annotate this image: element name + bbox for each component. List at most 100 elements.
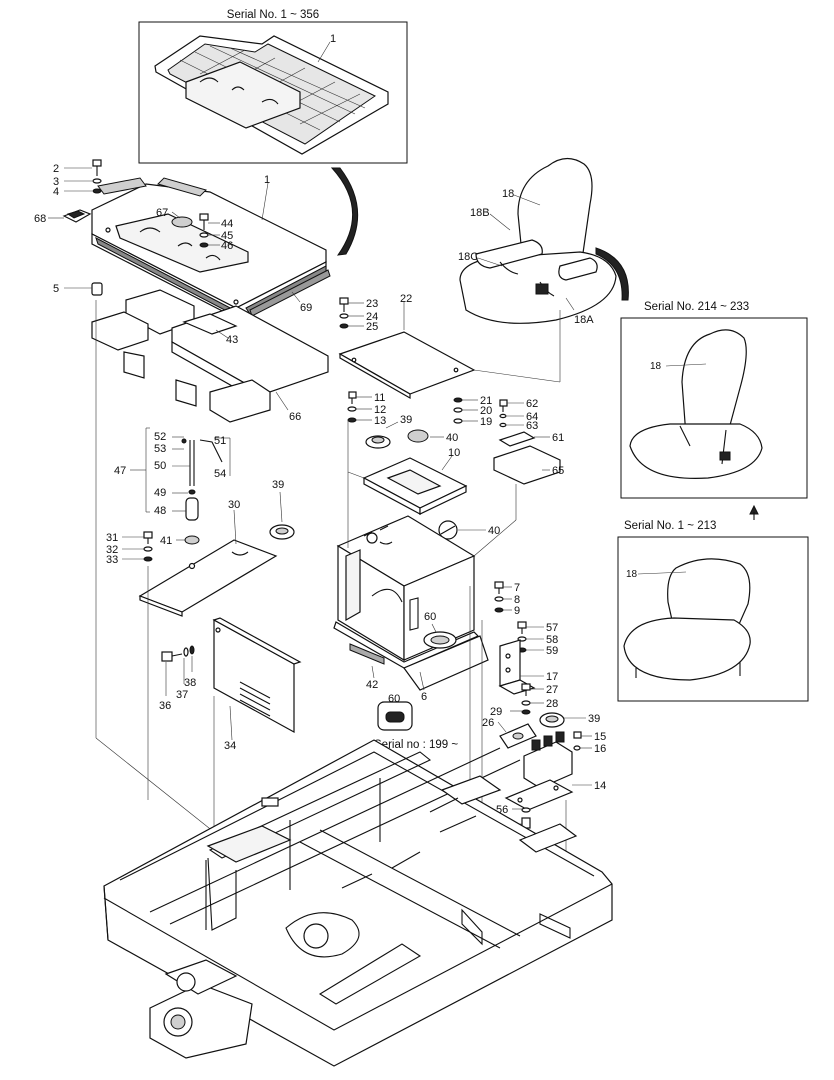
callout-48: 48 <box>154 505 166 517</box>
callout-28: 28 <box>546 698 558 710</box>
callout-2: 2 <box>53 163 59 175</box>
operator-seat <box>459 157 617 324</box>
callout-50: 50 <box>154 460 166 472</box>
caption-top-serial: Serial No. 1 ~ 356 <box>227 9 319 21</box>
callout-18e: 18 <box>626 569 638 580</box>
callout-19: 19 <box>480 416 492 428</box>
callout-57: 57 <box>546 622 558 634</box>
side-panel-34 <box>212 617 302 734</box>
callout-67: 67 <box>156 207 168 219</box>
callout-51: 51 <box>214 435 226 447</box>
callout-26: 26 <box>482 717 494 729</box>
callout-69: 69 <box>300 302 312 314</box>
relay-14 <box>504 731 582 829</box>
bolt-7-assembly <box>494 581 504 613</box>
callout-40a: 40 <box>446 432 458 444</box>
callout-36: 36 <box>159 700 171 712</box>
callout-12: 12 <box>374 404 386 416</box>
callout-27: 27 <box>546 684 558 696</box>
callout-46: 46 <box>221 240 233 252</box>
callout-11: 11 <box>374 392 385 404</box>
callout-18d: 18 <box>650 361 662 372</box>
callout-53: 53 <box>154 443 166 455</box>
callout-18a: 18A <box>574 314 594 326</box>
callout-62: 62 <box>526 398 538 410</box>
callout-49: 49 <box>154 487 166 499</box>
callout-68: 68 <box>34 213 46 225</box>
caption-serial-199: Serial no : 199 ~ <box>374 739 458 751</box>
callout-37: 37 <box>176 689 188 701</box>
callout-54: 54 <box>214 468 226 480</box>
callout-33: 33 <box>106 554 118 566</box>
callout-20: 20 <box>480 405 492 417</box>
callout-1b: 1 <box>264 174 270 186</box>
callout-58: 58 <box>546 634 558 646</box>
leader-1b <box>261 182 269 221</box>
callout-41: 41 <box>160 535 172 547</box>
callout-16: 16 <box>594 743 606 755</box>
callout-39c: 39 <box>588 713 600 725</box>
callout-40b: 40 <box>488 525 500 537</box>
callout-23: 23 <box>366 298 378 310</box>
curved-arrow-top <box>330 167 359 256</box>
washer-19-21 <box>453 397 463 424</box>
callout-64: 64 <box>526 411 538 423</box>
base-frame <box>103 739 613 1067</box>
callout-29: 29 <box>490 706 502 718</box>
callout-6: 6 <box>421 691 427 703</box>
callout-7: 7 <box>514 582 520 594</box>
clip-68 <box>62 209 92 223</box>
callout-30: 30 <box>228 499 240 511</box>
seat-variant-a <box>629 329 763 479</box>
callout-61: 61 <box>552 432 564 444</box>
seat-stand-6 <box>333 515 489 691</box>
grommet-40a <box>407 429 429 443</box>
bolt-2-assembly <box>91 159 103 296</box>
callout-66: 66 <box>289 411 301 423</box>
floor-plate <box>91 177 327 320</box>
callout-63: 63 <box>526 420 538 432</box>
callout-14: 14 <box>594 780 606 792</box>
callout-39a: 39 <box>400 414 412 426</box>
callout-43: 43 <box>226 334 238 346</box>
callout-34: 34 <box>224 740 236 752</box>
bolt-11-assembly <box>347 391 357 423</box>
callout-8: 8 <box>514 594 520 606</box>
caption-seat-b-serial: Serial No. 1 ~ 213 <box>624 520 716 532</box>
callout-3: 3 <box>53 176 59 188</box>
callout-25: 25 <box>366 321 378 333</box>
callout-39b: 39 <box>272 479 284 491</box>
callout-9: 9 <box>514 605 520 617</box>
callout-32: 32 <box>106 544 118 556</box>
bolt-36-assembly <box>161 645 195 662</box>
callout-60a: 60 <box>424 611 436 623</box>
callout-17: 17 <box>546 671 558 683</box>
seat-mount-10 <box>362 457 468 516</box>
cover-plate-30 <box>138 539 278 617</box>
callout-38: 38 <box>184 677 196 689</box>
callout-52: 52 <box>154 431 166 443</box>
callout-15: 15 <box>594 731 606 743</box>
callout-45: 45 <box>221 230 233 242</box>
lever-47 <box>181 438 223 521</box>
callout-5: 5 <box>53 283 59 295</box>
curved-arrow-seat <box>595 247 629 301</box>
callout-65: 65 <box>552 465 564 477</box>
callout-1a: 1 <box>330 33 336 45</box>
bracket-61-65 <box>493 399 561 485</box>
callout-10: 10 <box>448 447 460 459</box>
callout-22: 22 <box>400 293 412 305</box>
caption-seat-a-serial: Serial No. 214 ~ 233 <box>644 301 749 313</box>
callout-31: 31 <box>106 532 118 544</box>
callout-21: 21 <box>480 395 492 407</box>
grommet-67 <box>171 213 209 248</box>
callout-4: 4 <box>53 186 59 198</box>
callout-59: 59 <box>546 645 558 657</box>
inset-serial-199 <box>377 701 413 731</box>
cover-plate-22 <box>338 297 476 400</box>
callout-13: 13 <box>374 415 386 427</box>
callout-18b: 18B <box>470 207 490 219</box>
mat-pieces <box>91 289 329 423</box>
